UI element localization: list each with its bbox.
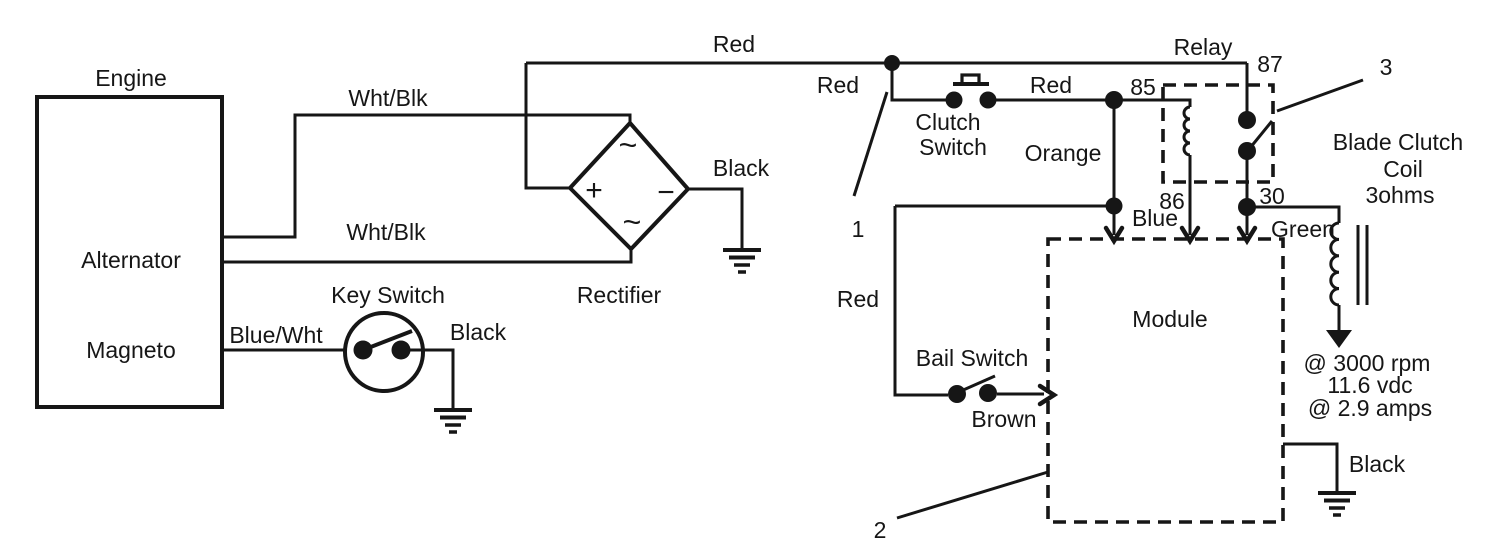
red-top-label: Red xyxy=(713,31,755,57)
wht-blk-bottom-label: Wht/Blk xyxy=(346,219,426,245)
rectifier-symbol xyxy=(567,120,691,252)
terminal-86-label: 86 xyxy=(1159,188,1185,214)
callout-1-label: 1 xyxy=(852,216,865,242)
arrow-right-icon xyxy=(1037,383,1059,407)
bail-switch-label: Bail Switch xyxy=(916,345,1028,371)
bail-switch-contact xyxy=(979,384,997,402)
arrow-down-icon xyxy=(1103,225,1125,246)
callout-1-line xyxy=(852,91,889,197)
relay-box xyxy=(1161,83,1275,184)
bail-switch-blade xyxy=(960,374,996,393)
red-branch-label: Red xyxy=(817,72,859,98)
red-wire-to-rectifier xyxy=(524,63,570,190)
blade-clutch-label-2: Coil xyxy=(1383,156,1423,182)
red-bail-label: Red xyxy=(837,286,879,312)
red-clutch-label: Red xyxy=(1030,72,1072,98)
magneto-label: Magneto xyxy=(86,337,176,363)
blade-clutch-label-3: 3ohms xyxy=(1365,182,1434,208)
alternator-label: Alternator xyxy=(81,247,181,273)
rectifier-ac-top: ~ xyxy=(619,127,638,163)
clutch-switch-button-cap xyxy=(960,73,981,86)
terminal-30-label: 30 xyxy=(1259,183,1285,209)
relay-contact-blade xyxy=(1248,120,1274,149)
module-label: Module xyxy=(1132,306,1207,332)
callout-2-line xyxy=(896,470,1049,520)
engine-label: Engine xyxy=(95,65,167,91)
ground-icon xyxy=(721,248,763,274)
wht-blk-top-label: Wht/Blk xyxy=(348,85,428,111)
key-switch-blade xyxy=(362,329,413,352)
blue-label: Blue xyxy=(1132,205,1178,231)
key-black-label: Black xyxy=(450,319,507,345)
module-black-wire xyxy=(1283,442,1339,491)
arrow-down-icon xyxy=(1179,225,1201,246)
blade-clutch-label-1: Blade Clutch xyxy=(1333,129,1463,155)
brown-label: Brown xyxy=(971,406,1036,432)
relay-contact-dot xyxy=(1238,111,1256,129)
green-wire xyxy=(1247,205,1341,223)
rectifier-minus: − xyxy=(657,176,675,209)
rectifier-black-label: Black xyxy=(713,155,770,181)
module-box xyxy=(1046,237,1285,524)
red-branch-wire xyxy=(890,63,951,102)
key-black-wire xyxy=(401,348,455,408)
clutch-switch-label-2: Switch xyxy=(919,134,987,160)
rectifier-plus: + xyxy=(585,174,603,207)
ground-icon xyxy=(432,408,474,434)
terminal-85-wire xyxy=(1114,98,1192,107)
wht-blk-wire-top xyxy=(222,113,632,239)
callout-2-label: 2 xyxy=(874,517,887,543)
spec-rpm-label: @ 3000 rpm xyxy=(1304,350,1431,376)
orange-label: Orange xyxy=(1025,140,1102,166)
clutch-coil-icon xyxy=(1329,221,1340,307)
terminal-85-label: 85 xyxy=(1130,74,1156,100)
key-switch-label: Key Switch xyxy=(331,282,445,308)
spec-amps-label: @ 2.9 amps xyxy=(1308,395,1432,421)
clutch-switch-contact xyxy=(979,91,997,109)
clutch-switch-label-1: Clutch xyxy=(915,109,980,135)
rectifier-ac-bottom: ~ xyxy=(623,204,642,240)
arrow-down-icon xyxy=(1326,330,1352,348)
callout-3-line xyxy=(1276,78,1364,113)
rectifier-black-wire xyxy=(688,187,744,248)
engine-box xyxy=(35,95,224,409)
ground-icon xyxy=(1316,491,1358,517)
blue-wht-label: Blue/Wht xyxy=(229,322,323,348)
bail-switch-contact xyxy=(948,385,966,403)
rectifier-label: Rectifier xyxy=(577,282,662,308)
relay-coil-icon xyxy=(1182,105,1191,157)
key-switch-symbol xyxy=(343,311,425,393)
spec-vdc-label: 11.6 vdc xyxy=(1327,372,1412,398)
clutch-switch-contact xyxy=(945,91,963,109)
red-bail-wire xyxy=(893,206,948,397)
wht-blk-wire-bottom xyxy=(222,250,633,264)
callout-3-label: 3 xyxy=(1380,54,1393,80)
module-black-label: Black xyxy=(1349,451,1406,477)
terminal-87-label: 87 xyxy=(1257,51,1283,77)
relay-label: Relay xyxy=(1174,34,1233,60)
arrow-down-icon xyxy=(1236,225,1258,246)
